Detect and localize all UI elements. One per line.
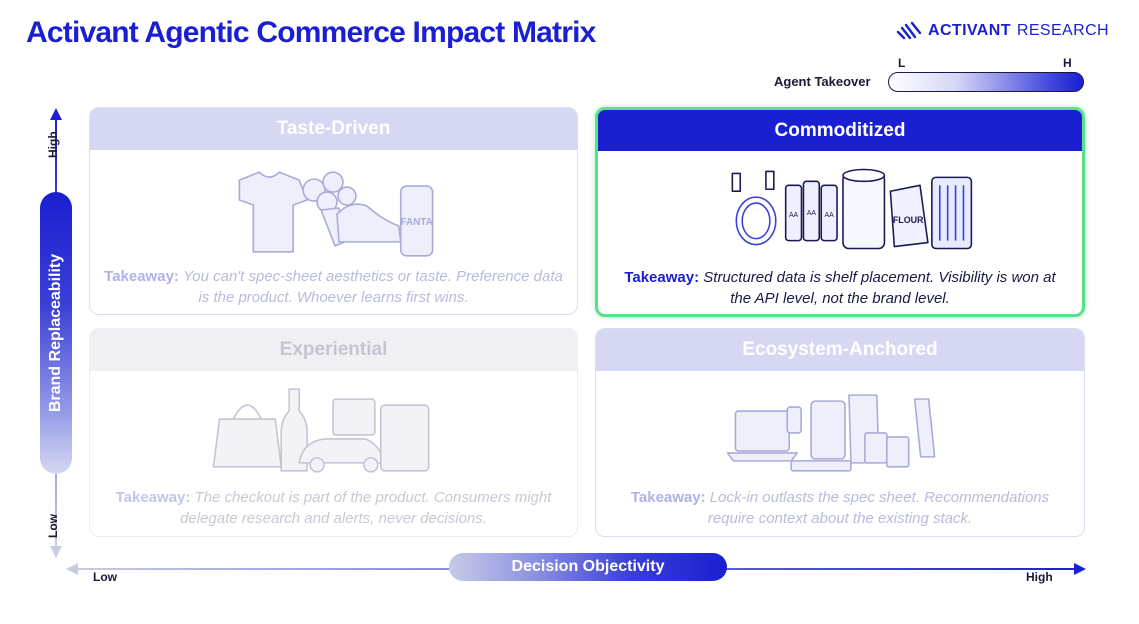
- legend-label: Agent Takeover: [774, 74, 871, 89]
- svg-text:AA: AA: [789, 212, 799, 219]
- x-axis-label: Decision Objectivity: [511, 558, 665, 575]
- y-axis-pill: [40, 192, 72, 474]
- quadrant-title: Commoditized: [598, 110, 1082, 151]
- quadrant-takeaway: Takeaway: The checkout is part of the pr…: [115, 489, 552, 527]
- taste-illustration: FANTA: [90, 150, 577, 266]
- quadrant-takeaway: Takeaway: You can't spec-sheet aesthetic…: [104, 268, 563, 306]
- agent-takeover-gradient: [888, 72, 1084, 92]
- y-axis-low: Low: [46, 514, 60, 538]
- svg-text:FANTA: FANTA: [400, 217, 432, 228]
- quadrant-taste-driven: Taste-Driven FANTA: [89, 107, 578, 315]
- svg-text:FLOUR: FLOUR: [893, 215, 924, 225]
- quadrant-experiential: Experiential Ta: [89, 328, 578, 537]
- quadrant-title: Taste-Driven: [90, 108, 577, 150]
- quadrant-commoditized: Commoditized: [595, 107, 1085, 317]
- activant-logo-icon: [896, 21, 922, 40]
- commoditized-illustration: AA AA AA FLOUR: [598, 151, 1082, 267]
- x-axis-low: Low: [93, 570, 117, 584]
- brand-suffix: RESEARCH: [1016, 22, 1109, 39]
- quadrant-ecosystem-anchored: Ecosystem-Anchored: [595, 328, 1085, 537]
- svg-text:AA: AA: [807, 210, 817, 217]
- y-axis-label: Brand Replaceability: [47, 253, 64, 413]
- legend-high: H: [1063, 56, 1072, 70]
- quadrant-takeaway: Takeaway: Structured data is shelf place…: [624, 269, 1056, 307]
- ecosystem-illustration: [596, 371, 1084, 487]
- legend-low: L: [898, 56, 906, 70]
- y-axis-high: High: [46, 131, 60, 158]
- experiential-products-icon: [212, 388, 430, 473]
- page-title: Activant Agentic Commerce Impact Matrix: [26, 16, 596, 49]
- brand-name: ACTIVANT: [927, 22, 1011, 39]
- svg-text:AA: AA: [825, 212, 835, 219]
- brand-logo: ACTIVANT RESEARCH: [896, 20, 1109, 42]
- experiential-illustration: [90, 371, 577, 487]
- quadrant-takeaway: Takeaway: Lock-in outlasts the spec shee…: [630, 489, 1050, 527]
- x-axis-pill: Decision Objectivity: [449, 553, 727, 581]
- x-axis-high: High: [1026, 570, 1053, 584]
- quadrant-title: Experiential: [90, 329, 577, 371]
- taste-products-icon: FANTA: [238, 171, 434, 257]
- ecosystem-products-icon: [726, 394, 936, 472]
- commodity-products-icon: AA AA AA FLOUR: [731, 168, 973, 250]
- quadrant-title: Ecosystem-Anchored: [596, 329, 1084, 371]
